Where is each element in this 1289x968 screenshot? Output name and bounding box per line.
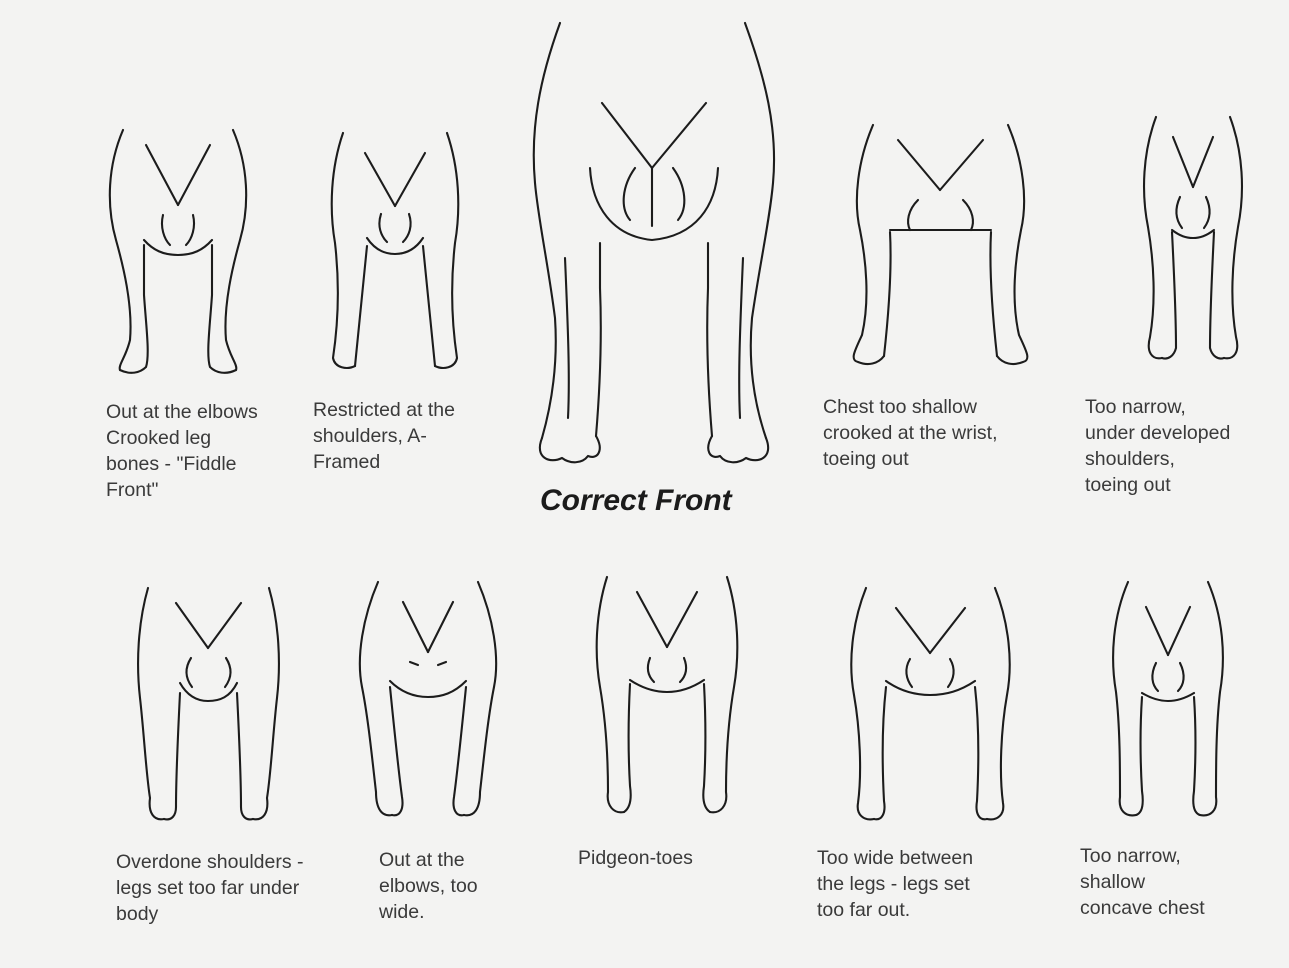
faulty-front-drawing-8 — [848, 583, 1013, 823]
figure-caption-4: Too narrow, under developed shoulders, t… — [1085, 394, 1230, 498]
faulty-front-figure-8 — [848, 583, 1013, 823]
faulty-front-drawing-9 — [1108, 577, 1228, 819]
figure-caption-1: Out at the elbows Crooked leg bones - "F… — [106, 399, 258, 503]
faulty-front-drawing-4 — [1138, 112, 1248, 367]
faulty-front-drawing-6 — [358, 577, 498, 819]
figure-caption-2: Restricted at the shoulders, A- Framed — [313, 397, 455, 475]
figure-caption-9: Too narrow, shallow concave chest — [1080, 843, 1205, 921]
figure-caption-3: Chest too shallow crooked at the wrist, … — [823, 394, 998, 472]
faulty-front-figure-9 — [1108, 577, 1228, 819]
faulty-front-figure-1 — [108, 125, 248, 375]
figure-caption-8: Too wide between the legs - legs set too… — [817, 845, 973, 923]
faulty-front-figure-4 — [1138, 112, 1248, 367]
faulty-front-drawing-2 — [325, 128, 465, 373]
faulty-front-figure-3 — [848, 120, 1033, 365]
figure-caption-5: Overdone shoulders - legs set too far un… — [116, 849, 304, 927]
faulty-front-drawing-3 — [848, 120, 1033, 365]
correct-front-figure — [530, 18, 780, 468]
faulty-front-figure-7 — [592, 572, 742, 820]
faulty-front-drawing-5 — [136, 583, 281, 823]
faulty-front-figure-5 — [136, 583, 281, 823]
correct-front-drawing — [530, 18, 780, 468]
faulty-front-drawing-1 — [108, 125, 248, 375]
faulty-front-figure-2 — [325, 128, 465, 373]
faulty-front-figure-6 — [358, 577, 498, 819]
correct-front-caption: Correct Front — [540, 484, 732, 518]
figure-caption-7: Pidgeon-toes — [578, 845, 693, 871]
faulty-front-drawing-7 — [592, 572, 742, 820]
figure-caption-6: Out at the elbows, too wide. — [379, 847, 478, 925]
